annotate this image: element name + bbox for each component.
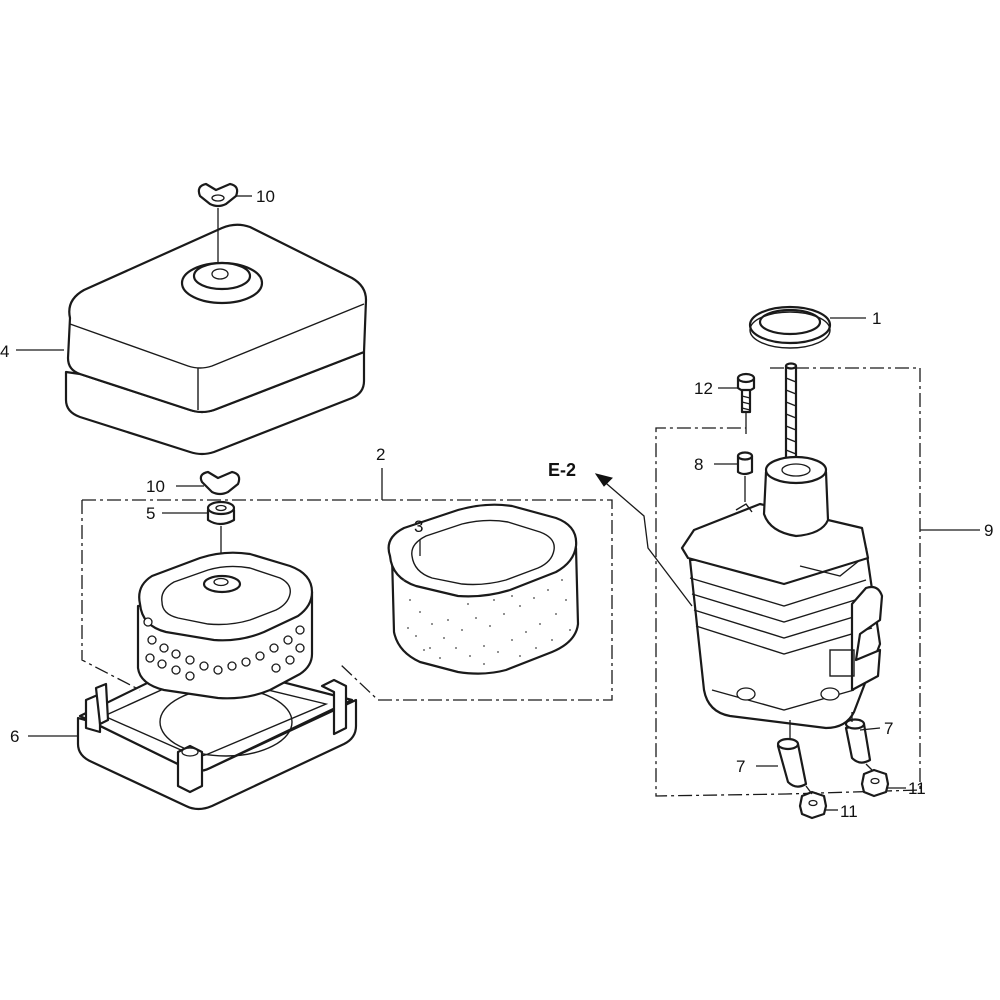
wing-nut-middle <box>199 470 241 496</box>
elbow-body <box>680 362 884 730</box>
nut-upper <box>860 768 890 798</box>
callout-7-right: 7 <box>884 719 893 738</box>
reference-arrow-e2 <box>594 473 693 607</box>
callout-10-top: 10 <box>256 187 275 206</box>
reference-label-e2: E-2 <box>548 460 576 480</box>
foam-element <box>387 503 580 675</box>
callout-12: 12 <box>694 379 713 398</box>
collar <box>206 500 236 526</box>
inner-filter-element <box>136 551 314 700</box>
callout-10-middle: 10 <box>146 477 165 496</box>
assembly-bracket-9 <box>655 367 921 797</box>
spacer-collar <box>736 451 754 476</box>
callout-4: 4 <box>0 342 9 361</box>
callout-9: 9 <box>984 521 993 540</box>
spacer-right <box>844 718 872 764</box>
gasket-ring <box>748 305 832 349</box>
callout-8: 8 <box>694 455 703 474</box>
assembly-bracket-2 <box>81 499 613 701</box>
callout-2: 2 <box>376 445 385 464</box>
callout-3: 3 <box>414 517 423 536</box>
bolt <box>736 372 756 414</box>
callout-6: 6 <box>10 727 19 746</box>
callout-11-bottom: 11 <box>840 802 858 821</box>
nut-lower <box>798 790 828 820</box>
spacer-left <box>776 737 808 788</box>
callout-11-right: 11 <box>908 779 926 798</box>
wing-nut-top <box>197 182 239 208</box>
air-cleaner-cover <box>64 223 368 456</box>
callout-7-left: 7 <box>736 757 745 776</box>
callout-1: 1 <box>872 309 881 328</box>
callout-5: 5 <box>146 504 155 523</box>
